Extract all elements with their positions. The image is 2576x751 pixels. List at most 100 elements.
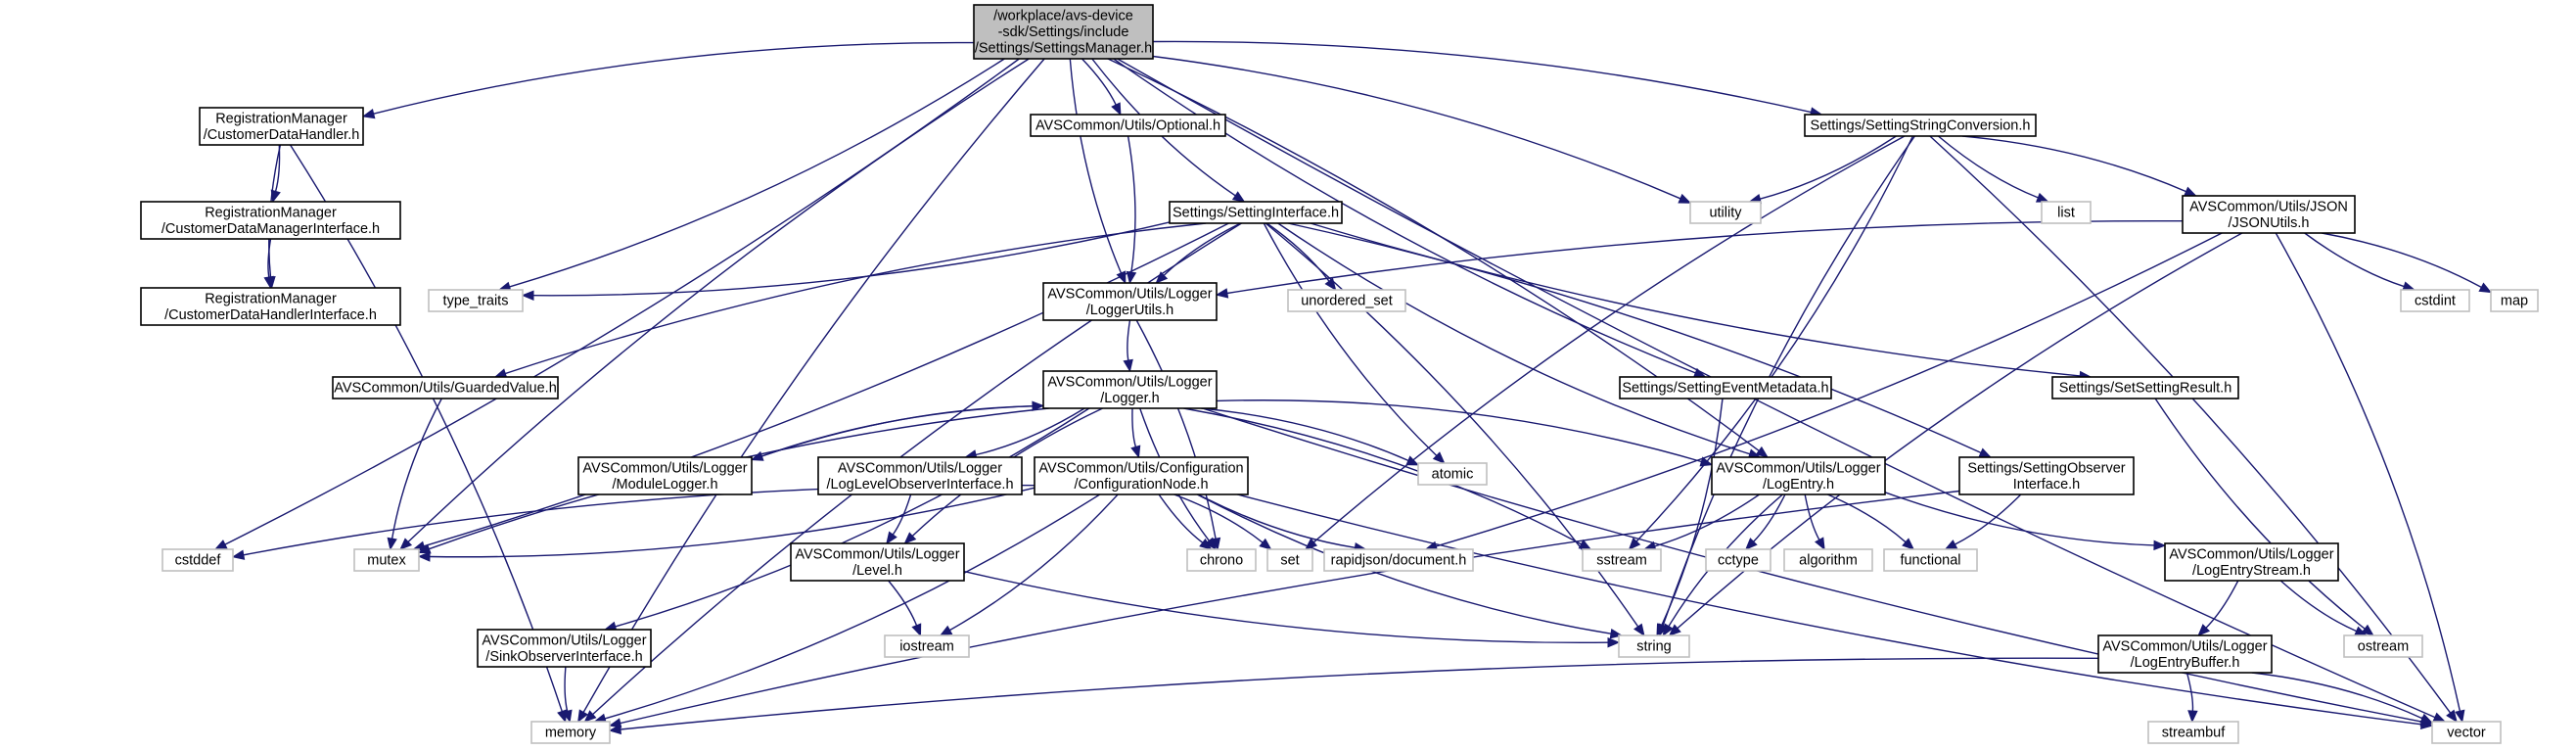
node-label-log_entry-line-1: /LogEntry.h: [1763, 477, 1834, 493]
node-label-vector-line-0: vector: [2447, 726, 2486, 741]
node-utility: utility: [1689, 201, 1762, 224]
node-json_utils[interactable]: AVSCommon/Utils/JSON/JSONUtils.h: [2182, 195, 2356, 234]
node-label-map-line-0: map: [2501, 294, 2528, 309]
node-label-rm_cdmi-line-1: /CustomerDataManagerInterface.h: [161, 221, 380, 237]
node-label-memory-line-0: memory: [545, 726, 597, 741]
node-box-cctype: [1705, 548, 1771, 572]
edge-setting_iface-to-type_traits: [532, 221, 1171, 297]
node-config_node[interactable]: AVSCommon/Utils/Configuration/Configurat…: [1034, 456, 1249, 495]
node-box-memory: [530, 721, 611, 744]
edge-ssc-to-utility: [1760, 135, 1897, 200]
node-type_traits: type_traits: [428, 289, 524, 312]
node-ssc[interactable]: Settings/SettingStringConversion.h: [1804, 114, 2037, 137]
node-box-loglevel_obs: [817, 456, 1023, 495]
node-label-logger-line-1: /Logger.h: [1100, 391, 1159, 406]
edge-arrowhead-module_logger-to-logger: [1032, 400, 1045, 411]
node-label-event_meta-line-0: Settings/SettingEventMetadata.h: [1622, 381, 1828, 397]
node-optional[interactable]: AVSCommon/Utils/Optional.h: [1030, 114, 1226, 137]
edge-ssc-to-json_utils: [1961, 135, 2186, 193]
node-rm_cdhi[interactable]: RegistrationManager/CustomerDataHandlerI…: [140, 287, 401, 326]
node-box-ostream: [2343, 634, 2423, 658]
node-label-rapidjson-line-0: rapidjson/document.h: [1331, 553, 1467, 569]
edge-arrowhead-config_node-to-cstddef: [231, 549, 246, 560]
edge-logger-to-sink_obs: [615, 407, 1090, 628]
node-box-iostream: [884, 634, 970, 658]
node-box-map: [2490, 289, 2539, 312]
node-label-logger_utils-line-0: AVSCommon/Utils/Logger: [1047, 286, 1212, 302]
edge-log_entry_buffer-to-memory: [620, 657, 2099, 730]
edge-arrowhead-log_entry-to-string: [1662, 623, 1674, 637]
node-set_result[interactable]: Settings/SetSettingResult.h: [2051, 376, 2239, 399]
node-label-log_entry_stream-line-1: /LogEntryStream.h: [2192, 563, 2311, 579]
node-label-setting_obs-line-0: Settings/SettingObserver: [1967, 460, 2125, 476]
node-sstream: sstream: [1582, 548, 1662, 572]
edge-logger-to-atomic: [1201, 407, 1409, 462]
edge-setting_iface-to-mutex: [423, 222, 1229, 547]
edge-arrowhead-logger-to-log_entry: [1699, 456, 1714, 467]
edge-setting_iface-to-log_entry: [1277, 222, 1751, 455]
node-module_logger[interactable]: AVSCommon/Utils/Logger/ModuleLogger.h: [577, 456, 753, 495]
node-event_meta[interactable]: Settings/SettingEventMetadata.h: [1619, 376, 1832, 399]
edge-arrowhead-logger-to-mutex: [417, 543, 432, 554]
edge-arrowhead-root-to-utility: [1678, 193, 1692, 204]
edge-setting_iface-to-setting_obs: [1287, 222, 1982, 454]
edge-setting_iface-to-atomic: [1263, 222, 1438, 456]
node-box-rm_cdmi: [140, 201, 401, 240]
node-mutex: mutex: [353, 548, 420, 572]
node-box-chrono: [1186, 548, 1257, 572]
edge-root-to-mutex: [407, 58, 1030, 542]
node-box-type_traits: [428, 289, 524, 312]
node-label-cstdint-line-0: cstdint: [2415, 294, 2456, 309]
edge-arrowhead-setting_obs-to-functional: [1944, 540, 1958, 550]
edge-config_node-to-mutex: [429, 487, 1035, 558]
node-box-ssc: [1804, 114, 2037, 137]
node-label-algorithm-line-0: algorithm: [1799, 553, 1858, 569]
node-box-root: [973, 4, 1154, 60]
node-label-rm_cdh-line-1: /CustomerDataHandler.h: [204, 127, 360, 143]
node-streambuf: streambuf: [2147, 721, 2239, 744]
node-guarded[interactable]: AVSCommon/Utils/GuardedValue.h: [332, 376, 559, 399]
node-label-module_logger-line-1: /ModuleLogger.h: [612, 477, 717, 493]
edge-arrowhead-setting_iface-to-setting_obs: [1978, 447, 1993, 458]
node-logger[interactable]: AVSCommon/Utils/Logger/Logger.h: [1042, 370, 1218, 409]
node-logger_utils[interactable]: AVSCommon/Utils/Logger/LoggerUtils.h: [1042, 282, 1218, 321]
node-log_entry_stream[interactable]: AVSCommon/Utils/Logger/LogEntryStream.h: [2164, 542, 2339, 582]
node-setting_iface[interactable]: Settings/SettingInterface.h: [1169, 201, 1343, 224]
edge-arrowhead-logger-to-sstream: [1578, 539, 1592, 550]
node-ostream: ostream: [2343, 634, 2423, 658]
node-level[interactable]: AVSCommon/Utils/Logger/Level.h: [790, 542, 965, 582]
node-label-config_node-line-1: /ConfigurationNode.h: [1074, 477, 1208, 493]
edge-log_entry-to-sstream: [1654, 493, 1760, 547]
edge-level-to-iostream: [888, 580, 918, 627]
node-label-list-line-0: list: [2057, 206, 2075, 221]
edge-root-to-ssc: [1152, 40, 1812, 114]
node-log_entry_buffer[interactable]: AVSCommon/Utils/Logger/LogEntryBuffer.h: [2097, 634, 2273, 674]
node-label-setting_obs-line-1: Interface.h: [2013, 477, 2081, 493]
edge-arrowhead-setting_iface-to-logger_utils: [1155, 271, 1169, 284]
edge-ssc-to-sstream: [1635, 135, 1914, 542]
edge-arrowhead-logger-to-config_node: [1130, 445, 1141, 459]
node-rm_cdmi[interactable]: RegistrationManager/CustomerDataManagerI…: [140, 201, 401, 240]
edge-config_node-to-set: [1173, 493, 1264, 543]
node-unordered_set: unordered_set: [1287, 289, 1406, 312]
node-sink_obs[interactable]: AVSCommon/Utils/Logger/SinkObserverInter…: [477, 629, 652, 668]
node-log_entry[interactable]: AVSCommon/Utils/Logger/LogEntry.h: [1711, 456, 1886, 495]
node-loglevel_obs[interactable]: AVSCommon/Utils/Logger/LogLevelObserverI…: [817, 456, 1023, 495]
edge-sink_obs-to-memory: [564, 666, 569, 712]
edge-root-to-event_meta: [1113, 58, 1696, 374]
node-cstddef: cstddef: [161, 548, 234, 572]
node-rm_cdh[interactable]: RegistrationManager/CustomerDataHandler.…: [199, 107, 364, 146]
edge-arrowhead-level-to-iostream: [911, 623, 922, 637]
node-box-level: [790, 542, 965, 582]
edge-config_node-to-vector: [1237, 493, 2422, 726]
edge-arrowhead-ssc-to-vector: [2446, 709, 2458, 724]
edge-log_entry_stream-to-log_entry_buffer: [2205, 580, 2239, 629]
edge-log_entry-to-algorithm: [1804, 493, 1820, 540]
node-root[interactable]: /workplace/avs-device-sdk/Settings/inclu…: [973, 4, 1154, 60]
edge-arrowhead-root-to-cstddef: [213, 540, 228, 550]
node-box-cstddef: [161, 548, 234, 572]
node-label-root-line-2: /Settings/SettingsManager.h: [975, 41, 1152, 57]
edge-setting_obs-to-memory: [620, 490, 1960, 725]
